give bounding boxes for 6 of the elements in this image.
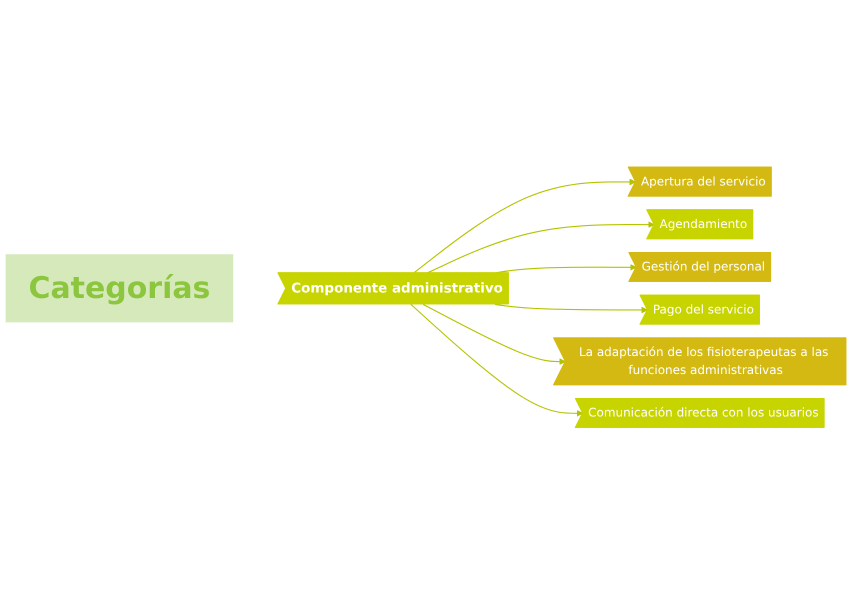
node-box: Categorías <box>6 254 234 322</box>
arrow <box>422 304 566 365</box>
arrow <box>427 221 655 274</box>
arrow <box>413 178 636 274</box>
arrow <box>494 304 648 313</box>
arrow <box>410 304 584 416</box>
